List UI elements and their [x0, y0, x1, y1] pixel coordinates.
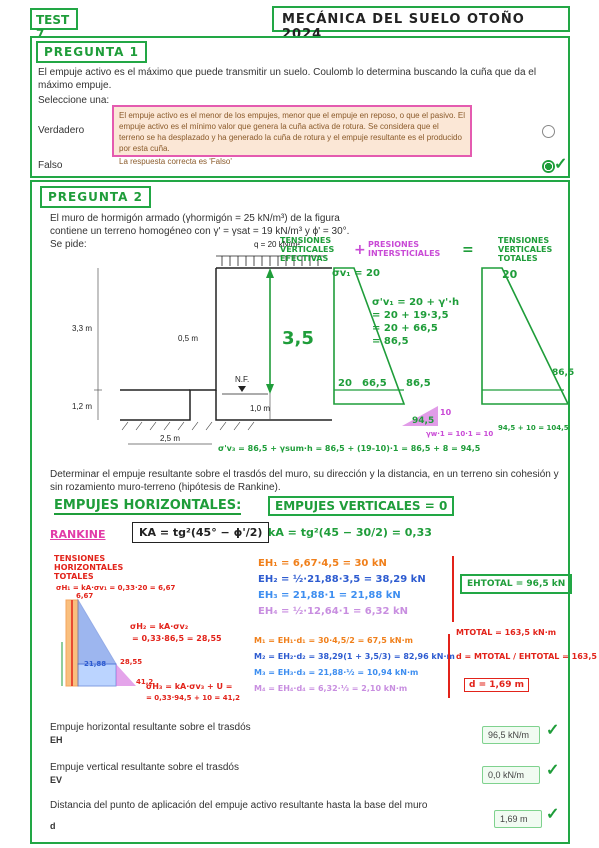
note-86-5: 86,5 [406, 378, 431, 389]
note-plus: + [354, 242, 366, 258]
total-horizontal-thrust: EHTOTAL = 96,5 kN [460, 574, 573, 594]
sh2b-note: = 0,33·86,5 = 28,55 [132, 634, 222, 643]
sh2-note: σH₂ = kA·σv₂ [130, 622, 189, 631]
label-6-67: 6,67 [76, 592, 94, 600]
check-icon: ✓ [554, 156, 568, 173]
sh1-note: σH₁ = kA·σv₁ = 0,33·20 = 6,67 [56, 584, 176, 592]
note-sv1: σv₁ = 20 [332, 268, 380, 279]
wall-base [215, 390, 332, 421]
label-41-2: 41,2 [136, 678, 154, 686]
note-86-5-total: 86,5 [552, 368, 575, 378]
moment-m3: M₃ = EH₃·d₃ = 21,88·½ = 10,94 kN·m [254, 668, 419, 677]
answer-2-label: Empuje vertical resultante sobre el tras… [50, 762, 330, 785]
note-equals: = [462, 242, 474, 258]
moment-m4: M₄ = EH₄·d₄ = 6,32·⅓ = 2,10 kN·m [254, 684, 408, 693]
note-gamma-w: γw·1 = 10·1 = 10 [426, 430, 494, 438]
answer-3-label: Distancia del punto de aplicación del em… [50, 800, 470, 831]
pore-pressure-diagram [402, 406, 438, 426]
ka-formula: KA = tg²(45° − ϕ'/2) [132, 522, 270, 543]
moment-m1: M₁ = EH₁·d₁ = 30·4,5/2 = 67,5 kN·m [254, 636, 413, 645]
answer-1-field[interactable]: 96,5 kN/m [482, 726, 540, 744]
sh3b-note: = 0,33·94,5 + 10 = 41,2 [146, 694, 240, 702]
question-1: PREGUNTA 1 El empuje activo es el máximo… [30, 36, 570, 178]
feedback-text: El empuje activo es el menor de los empu… [119, 111, 465, 153]
thickness-label: 0,5 m [178, 334, 199, 343]
distance-result: d = 1,69 m [464, 678, 529, 692]
answer-2-check-icon: ✓ [546, 762, 560, 779]
moment-m2: M₂ = EH₂·d₂ = 38,29(1 + 3,5/3) = 82,96 k… [254, 652, 455, 661]
note-66-5: 66,5 [362, 378, 387, 389]
triangular-stress-block [77, 598, 117, 665]
distance-formula: d = MTOTAL / EHTOTAL = 163,5 / 96,5 [456, 652, 599, 661]
separator-line [452, 556, 454, 622]
answer-3-field[interactable]: 1,69 m [494, 810, 542, 828]
wall-outline [120, 268, 217, 421]
soil-hatch [121, 421, 255, 431]
note-20: 20 [338, 378, 352, 389]
answer-2-field[interactable]: 0,0 kN/m [482, 766, 540, 784]
note-total-stress: TENSIONES VERTICALES TOTALES [498, 236, 553, 263]
note-height-3-5: 3,5 [282, 328, 314, 349]
note-v20b: 20 [502, 268, 518, 281]
note-sum: 94,5 + 10 = 104,5 [498, 424, 569, 432]
pore-stress-block [116, 664, 136, 686]
note-94-5: 94,5 [412, 416, 435, 426]
sh3-note: σH₃ = kA·σv₃ + U = [146, 682, 233, 691]
nf-label: N.F. [235, 375, 250, 384]
effective-stress-diagram [333, 267, 406, 405]
course-header: MECÁNICA DEL SUELO OTOÑO 2024 [272, 6, 570, 42]
base-label: 2,5 m [160, 434, 181, 443]
option-false-radio[interactable] [542, 160, 555, 173]
question-1-prompt: Seleccione una: [38, 95, 110, 106]
horizontal-stress-diagram [61, 598, 136, 687]
height-label-3-3: 3,3 m [72, 324, 93, 333]
note-effective-stress: TENSIONES VERTICALES EFECTIVAS [280, 236, 335, 263]
note-pore-pressures: PRESIONES INTERSTICIALES [368, 240, 441, 258]
test-tag: TEST 7 [30, 8, 78, 41]
question-2-task: Determinar el empuje resultante sobre el… [50, 469, 559, 493]
horizontal-thrust-heading: EMPUJES HORIZONTALES: [54, 498, 242, 515]
answer-1-label: Empuje horizontal resultante sobre el tr… [50, 722, 330, 745]
answer-2-symbol: EV [50, 775, 63, 785]
thrust-e4: EH₄ = ½·12,64·1 = 6,32 kN [258, 606, 408, 617]
water-table-icon [238, 386, 246, 392]
answer-3-symbol: d [50, 821, 56, 831]
vertical-thrust-heading: EMPUJES VERTICALES = 0 [268, 496, 455, 516]
load-label: q = 20 kN/m² [254, 240, 301, 249]
horizontal-stress-title: TENSIONES HORIZONTALES TOTALES [54, 554, 124, 581]
height-label-1-2: 1,2 m [72, 402, 93, 411]
question-2: PREGUNTA 2 El muro de hormigón armado (γ… [30, 180, 599, 844]
total-moment: MTOTAL = 163,5 kN·m [456, 628, 557, 637]
feedback-box: El empuje activo es el menor de los empu… [112, 105, 472, 166]
thrust-e3: EH₃ = 21,88·1 = 21,88 kN [258, 590, 401, 601]
question-2-stem: El muro de hormigón armado (γhormigón = … [50, 213, 350, 250]
answer-1-check-icon: ✓ [546, 722, 560, 739]
wall-figure [94, 255, 568, 445]
rankine-label: RANKINE [50, 528, 106, 541]
answer-3-check-icon: ✓ [546, 806, 560, 823]
depth-label: 1,0 m [250, 404, 271, 413]
correct-answer-text: La respuesta correcta es 'Falso' [119, 157, 232, 166]
option-true-radio[interactable] [542, 125, 555, 138]
label-21-88: 21,88 [84, 660, 107, 668]
question-1-stem: El empuje activo es el máximo que puede … [38, 67, 537, 91]
load-arrows [216, 255, 326, 266]
ka-value: kA = tg²(45 − 30/2) = 0,33 [268, 526, 432, 539]
thrust-e1: EH₁ = 6,67·4,5 = 30 kN [258, 558, 387, 569]
note-sv1-prime: σ'v₁ = 20 + γ'·h = 20 + 19·3,5 = 20 + 66… [372, 297, 460, 347]
thrust-e2: EH₂ = ½·21,88·3,5 = 38,29 kN [258, 574, 426, 585]
option-true-label: Verdadero [38, 125, 85, 136]
separator-line-2 [448, 634, 450, 698]
question-1-title: PREGUNTA 1 [36, 41, 147, 63]
note-sv3: σ'v₃ = 86,5 + γsum·h = 86,5 + (19-10)·1 … [218, 444, 481, 453]
option-false-label: Falso [38, 160, 63, 171]
note-10: 10 [440, 408, 452, 417]
question-2-title: PREGUNTA 2 [40, 186, 151, 208]
label-28-55: 28,55 [120, 658, 143, 666]
answer-1-symbol: EH [50, 735, 63, 745]
total-stress-diagram [481, 267, 568, 405]
